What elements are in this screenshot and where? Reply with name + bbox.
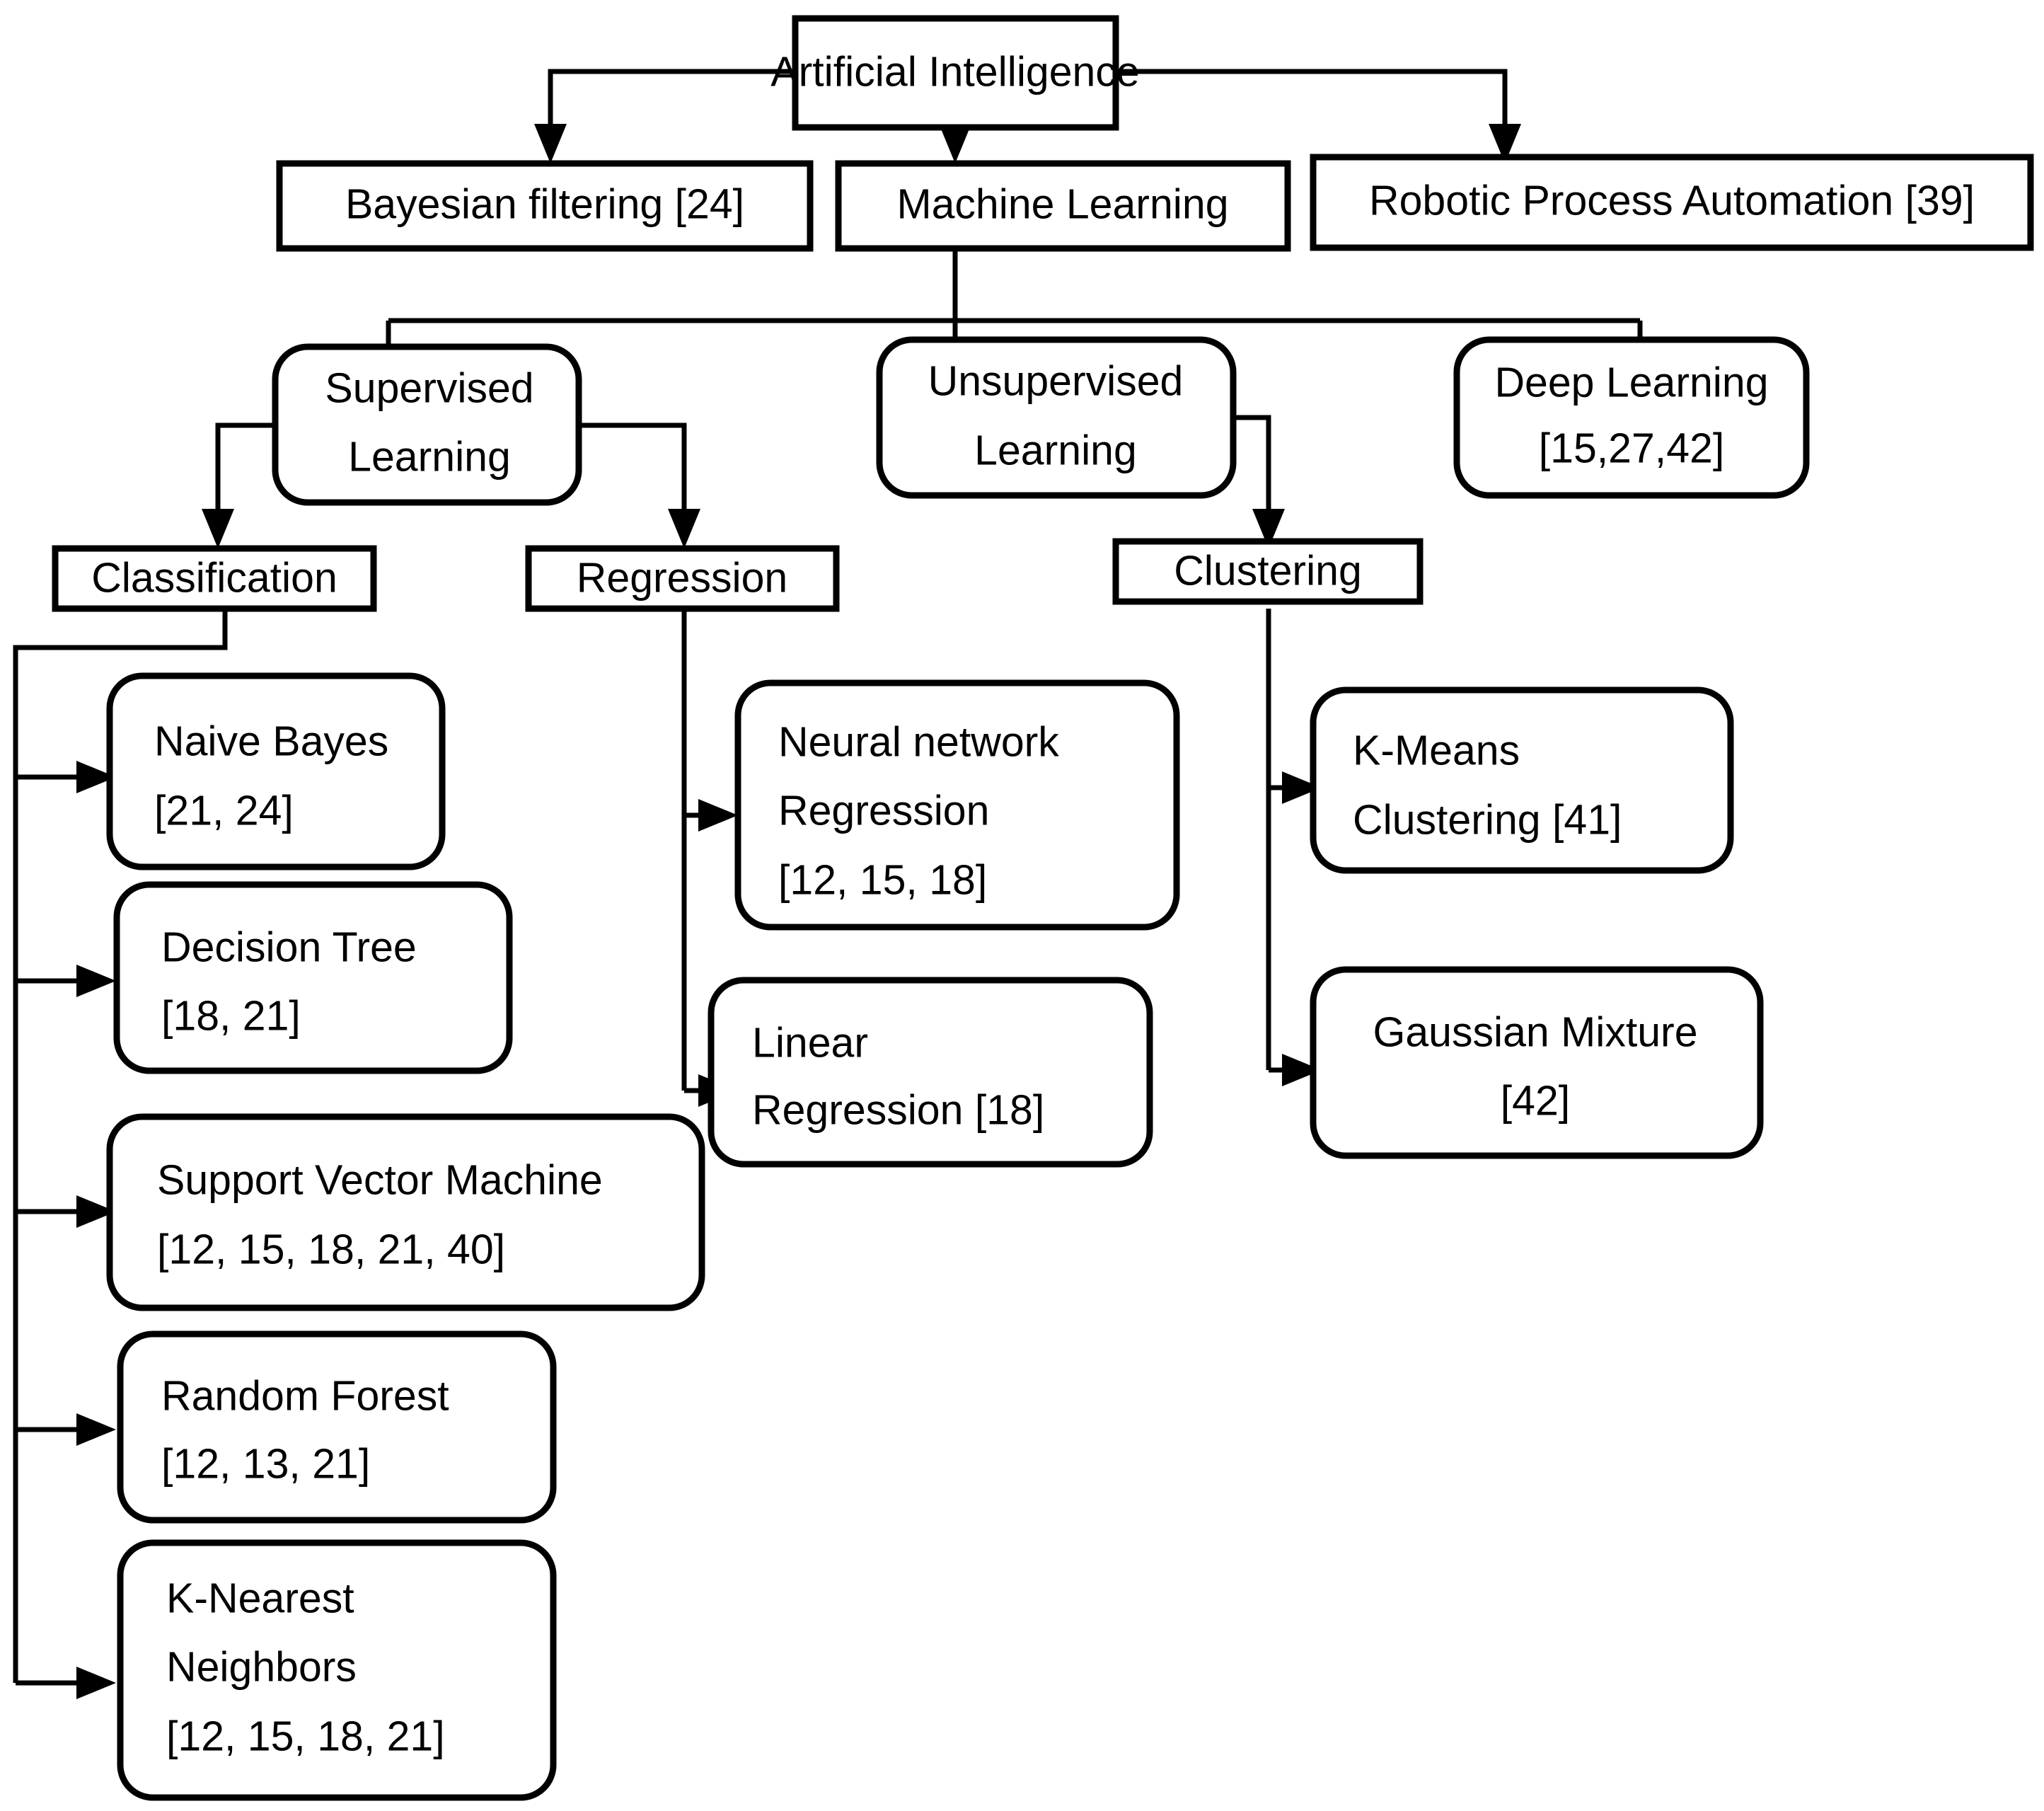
edge-supervised-to-classification [202, 422, 275, 548]
node-label-artificial-intelligence: Artificial Intelligence [770, 49, 1139, 96]
arrowhead [76, 761, 116, 793]
node-label-k-nearest-neighbors-line2: Neighbors [166, 1644, 357, 1691]
node-label-random-forest-line1: Random Forest [161, 1373, 449, 1420]
node-label-k-nearest-neighbors-line3: [12, 15, 18, 21] [166, 1713, 445, 1760]
node-label-random-forest-line2: [12, 13, 21] [161, 1441, 370, 1488]
node-k-nearest-neighbors[interactable]: K-Nearest Neighbors [12, 15, 18, 21] [117, 1539, 557, 1801]
arrowhead [668, 509, 700, 548]
node-label-regression: Regression [577, 555, 787, 602]
node-gaussian-mixture[interactable]: Gaussian Mixture [42] [1310, 966, 1764, 1159]
node-label-unsupervised-learning-line2: Learning [974, 427, 1137, 474]
arrowhead [202, 509, 234, 548]
node-label-neural-network-regression-line3: [12, 15, 18] [778, 857, 987, 904]
arrowhead [939, 124, 971, 163]
node-label-supervised-learning-line1: Supervised [325, 365, 533, 412]
node-label-clustering: Clustering [1174, 548, 1362, 594]
node-label-deep-learning-line1: Deep Learning [1494, 360, 1768, 406]
node-artificial-intelligence[interactable]: Artificial Intelligence [770, 15, 1140, 131]
node-label-support-vector-machine-line2: [12, 15, 18, 21, 40] [157, 1226, 505, 1273]
node-label-naive-bayes-line2: [21, 24] [154, 788, 294, 834]
node-classification[interactable]: Classification [52, 545, 377, 612]
node-label-supervised-learning-line2: Learning [348, 434, 511, 481]
node-naive-bayes[interactable]: Naive Bayes [21, 24] [106, 672, 446, 870]
node-label-kmeans-clustering-line1: K-Means [1353, 728, 1520, 774]
edge-clustering-to-leaves [1266, 609, 1322, 1086]
node-neural-network-regression[interactable]: Neural network Regression [12, 15, 18] [734, 679, 1180, 931]
node-label-neural-network-regression-line1: Neural network [778, 719, 1059, 766]
arrowhead [1252, 509, 1285, 548]
node-label-decision-tree-line1: Decision Tree [161, 924, 417, 971]
node-label-classification: Classification [91, 555, 337, 602]
node-label-bayesian-filtering: Bayesian filtering [24] [345, 181, 744, 228]
node-bayesian-filtering[interactable]: Bayesian filtering [24] [276, 160, 814, 252]
node-label-machine-learning: Machine Learning [896, 181, 1228, 228]
node-support-vector-machine[interactable]: Support Vector Machine [12, 15, 18, 21, … [106, 1113, 705, 1311]
arrowhead [1489, 124, 1521, 163]
node-label-kmeans-clustering-line2: Clustering [41] [1353, 797, 1622, 844]
edge-root-to-bayesian [534, 69, 795, 163]
node-unsupervised-learning[interactable]: Unsupervised Learning [876, 336, 1237, 499]
node-machine-learning[interactable]: Machine Learning [835, 160, 1291, 252]
node-label-linear-regression-line2: Regression [18] [752, 1087, 1044, 1134]
node-label-gaussian-mixture-line2: [42] [1501, 1078, 1570, 1125]
arrowhead [76, 1667, 116, 1699]
node-label-robotic-process-automation: Robotic Process Automation [39] [1369, 178, 1975, 224]
node-robotic-process-automation[interactable]: Robotic Process Automation [39] [1310, 154, 2034, 251]
node-linear-regression[interactable]: Linear Regression [18] [708, 977, 1153, 1168]
edge-supervised-to-regression [579, 422, 700, 548]
edge-classification-to-leaves [13, 609, 228, 1699]
node-supervised-learning[interactable]: Supervised Learning [272, 343, 582, 506]
node-label-neural-network-regression-line2: Regression [778, 788, 989, 834]
node-label-k-nearest-neighbors-line1: K-Nearest [166, 1575, 354, 1622]
node-label-unsupervised-learning-line1: Unsupervised [928, 358, 1184, 405]
node-label-decision-tree-line2: [18, 21] [161, 993, 301, 1040]
node-regression[interactable]: Regression [525, 545, 840, 612]
node-kmeans-clustering[interactable]: K-Means Clustering [41] [1310, 686, 1734, 874]
node-clustering[interactable]: Clustering [1112, 538, 1424, 605]
edge-unsupervised-to-clustering [1234, 415, 1285, 548]
edge-root-to-robotic-process-automation [1116, 69, 1521, 163]
arrowhead [76, 965, 116, 997]
arrowhead [76, 1413, 116, 1446]
node-decision-tree[interactable]: Decision Tree [18, 21] [113, 881, 513, 1074]
node-random-forest[interactable]: Random Forest [12, 13, 21] [117, 1330, 557, 1524]
node-label-naive-bayes-line1: Naive Bayes [154, 718, 388, 765]
arrowhead [1282, 1054, 1322, 1086]
node-label-deep-learning-line2: [15,27,42] [1539, 425, 1724, 472]
node-deep-learning[interactable]: Deep Learning [15,27,42] [1453, 336, 1810, 499]
arrowhead [76, 1195, 116, 1228]
node-label-support-vector-machine-line1: Support Vector Machine [157, 1157, 603, 1204]
node-label-linear-regression-line1: Linear [752, 1020, 868, 1067]
arrowhead [1282, 771, 1322, 804]
arrowhead [698, 799, 738, 832]
arrowhead [534, 124, 567, 163]
node-label-gaussian-mixture-line1: Gaussian Mixture [1373, 1009, 1697, 1056]
